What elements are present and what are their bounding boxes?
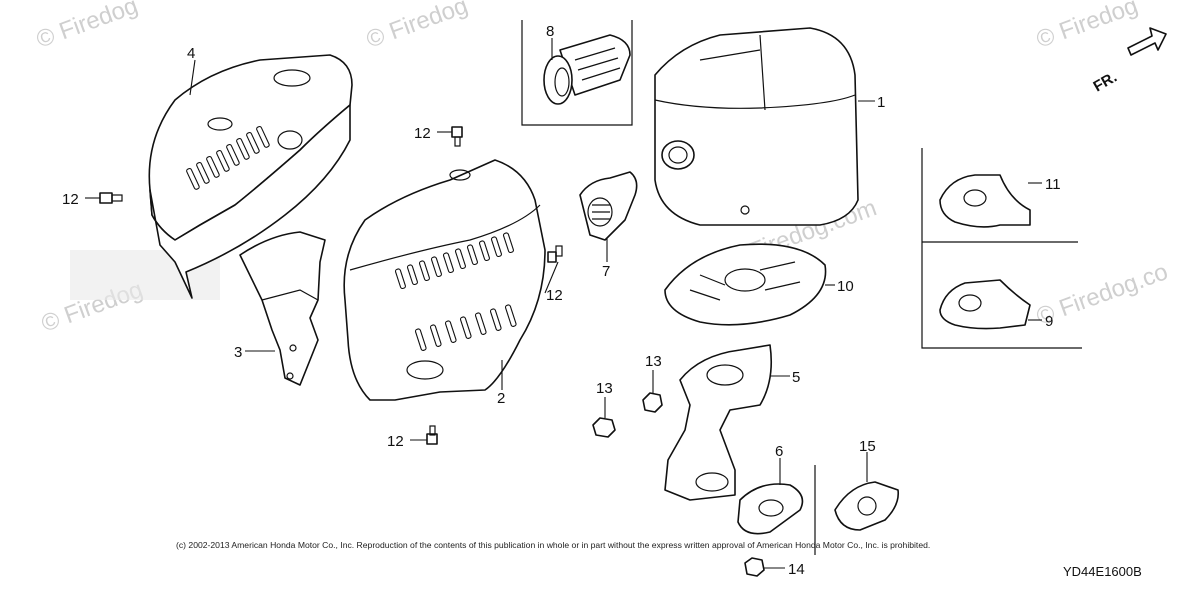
part-2-shroud bbox=[343, 159, 546, 401]
callout-13: 13 bbox=[596, 380, 613, 397]
part-10-plate bbox=[664, 243, 827, 326]
callout-12: 12 bbox=[414, 125, 431, 142]
callout-7: 7 bbox=[602, 263, 610, 280]
callout-14: 14 bbox=[788, 561, 805, 578]
part-8-box bbox=[521, 20, 633, 126]
callout-2: 2 bbox=[497, 390, 505, 407]
part-4-shroud bbox=[148, 54, 353, 299]
copyright-notice: (c) 2002-2013 American Honda Motor Co., … bbox=[176, 540, 931, 550]
part-5-exhaust-pipe bbox=[664, 344, 773, 501]
callout-3: 3 bbox=[234, 344, 242, 361]
callout-6: 6 bbox=[775, 443, 783, 460]
part-3-bracket bbox=[239, 231, 326, 386]
callout-4: 4 bbox=[187, 45, 195, 62]
part-7-spark-arrester bbox=[579, 171, 638, 241]
callout-13: 13 bbox=[645, 353, 662, 370]
callout-15: 15 bbox=[859, 438, 876, 455]
watermark-text: © Firedog bbox=[363, 0, 472, 54]
callout-10: 10 bbox=[837, 278, 854, 295]
callout-12: 12 bbox=[546, 287, 563, 304]
callout-12: 12 bbox=[387, 433, 404, 450]
callout-11: 11 bbox=[1045, 176, 1061, 193]
callout-1: 1 bbox=[877, 94, 885, 111]
callout-12: 12 bbox=[62, 191, 79, 208]
callout-8: 8 bbox=[546, 23, 554, 40]
gasket-box bbox=[921, 148, 1082, 349]
watermark-text: © Firedog.co bbox=[1033, 258, 1172, 330]
callout-5: 5 bbox=[792, 369, 800, 386]
part-15-gasket bbox=[814, 465, 900, 555]
front-direction-arrow-icon bbox=[1127, 27, 1167, 56]
fr-label: FR. bbox=[1091, 69, 1120, 96]
callout-9: 9 bbox=[1045, 313, 1053, 330]
leader-lines bbox=[85, 38, 1042, 569]
watermark-text: © Firedog bbox=[33, 0, 142, 54]
part-6-gasket bbox=[737, 483, 804, 535]
fasteners bbox=[99, 126, 765, 577]
diagram-code: YD44E1600B bbox=[1063, 564, 1142, 579]
watermark-text: © Firedog bbox=[1033, 0, 1142, 54]
callouts: 4 8 1 12 12 11 7 10 12 9 3 5 13 13 2 12 … bbox=[62, 23, 1061, 578]
part-9-gasket bbox=[939, 279, 1031, 330]
part-1-muffler bbox=[654, 27, 859, 226]
